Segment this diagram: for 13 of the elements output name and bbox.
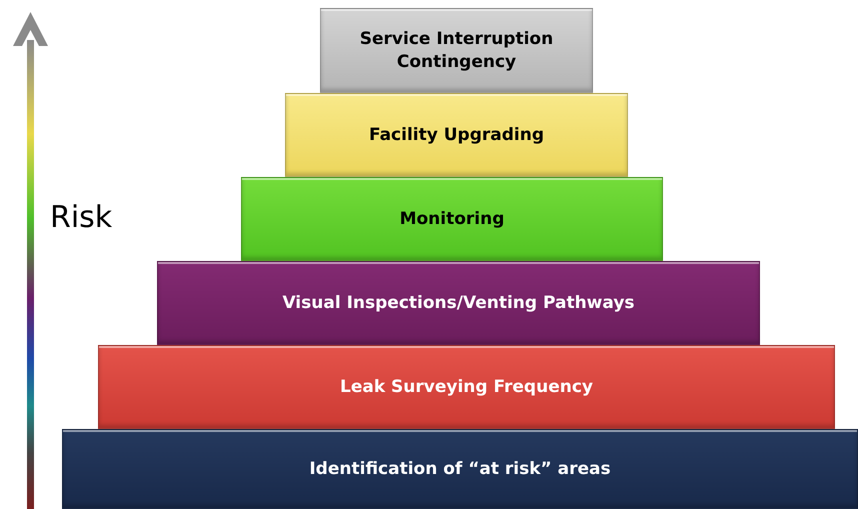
tier-label: Visual Inspections/Venting Pathways — [281, 292, 636, 314]
pyramid-tier — [285, 93, 628, 177]
tier-label: Service Interruption Contingency — [358, 28, 554, 74]
tier-label: Facility Upgrading — [368, 124, 546, 146]
axis-label: Risk — [50, 200, 112, 235]
pyramid-tier — [157, 261, 760, 345]
pyramid-tier — [98, 345, 835, 429]
tier-label: Identification of “at risk” areas — [308, 458, 612, 480]
tier-label: Monitoring — [398, 208, 506, 230]
pyramid-tier — [320, 8, 593, 93]
tier-label: Leak Surveying Frequency — [339, 376, 594, 398]
pyramid-tier — [241, 177, 663, 261]
pyramid-tier — [62, 429, 858, 509]
